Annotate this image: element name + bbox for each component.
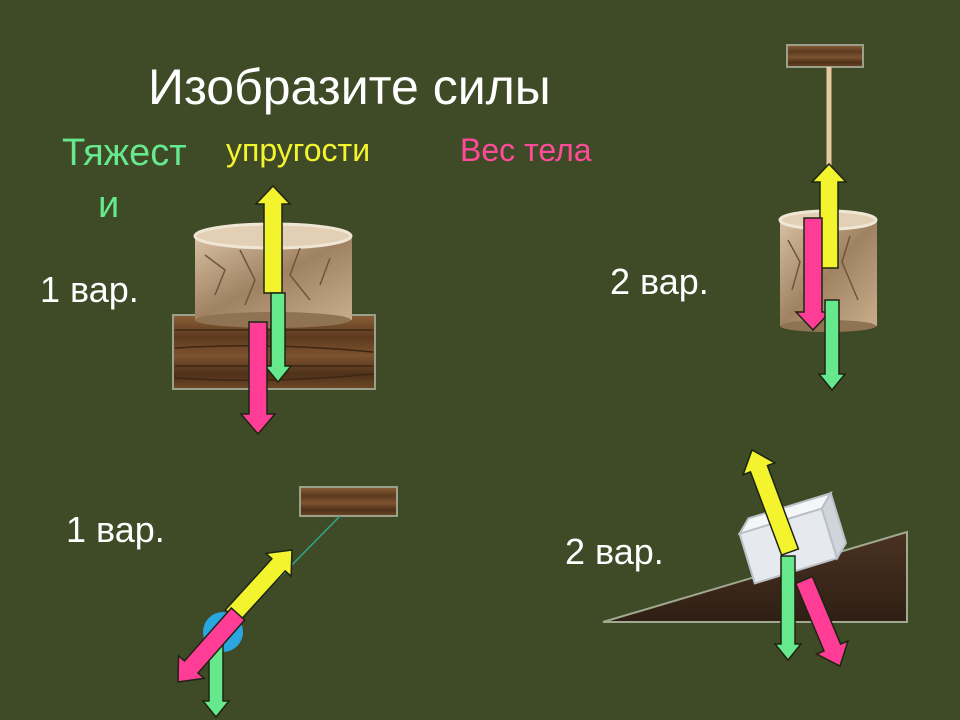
- body-weight-legend-label: Вес тела: [460, 132, 592, 168]
- weight-arrow-v2-bottom: [794, 575, 850, 668]
- variant-2-label-top: 2 вар.: [610, 261, 709, 302]
- elastic-force-legend-label: упругости: [226, 132, 371, 168]
- elastic-force-arrow-v1-bottom: [224, 549, 293, 624]
- gravity-legend-label-continuation: и: [98, 184, 120, 226]
- gravity-arrow-v1-top: [263, 292, 293, 384]
- weight-arrow-v1-bottom: [177, 606, 246, 683]
- variant-1-label-top: 1 вар.: [40, 269, 139, 310]
- force-arrows: [177, 162, 850, 719]
- ceiling-bar: [786, 44, 864, 68]
- gravity-arrow-v2-top: [817, 299, 847, 392]
- elastic-force-arrow-v2-bottom: [741, 448, 800, 557]
- slide-title: Изобразите силы: [148, 59, 551, 115]
- variant-1-label-bottom: 1 вар.: [66, 509, 165, 550]
- elastic-force-arrow-v1-top: [254, 184, 292, 294]
- variant-2-label-bottom: 2 вар.: [565, 531, 664, 572]
- weight-arrow-v2-top: [794, 217, 832, 332]
- gravity-arrow-v2-bottom: [773, 555, 803, 662]
- gravity-legend-label: Тяжест: [62, 132, 187, 174]
- anchor-bar: [299, 486, 398, 517]
- weight-arrow-v1-top: [239, 321, 277, 436]
